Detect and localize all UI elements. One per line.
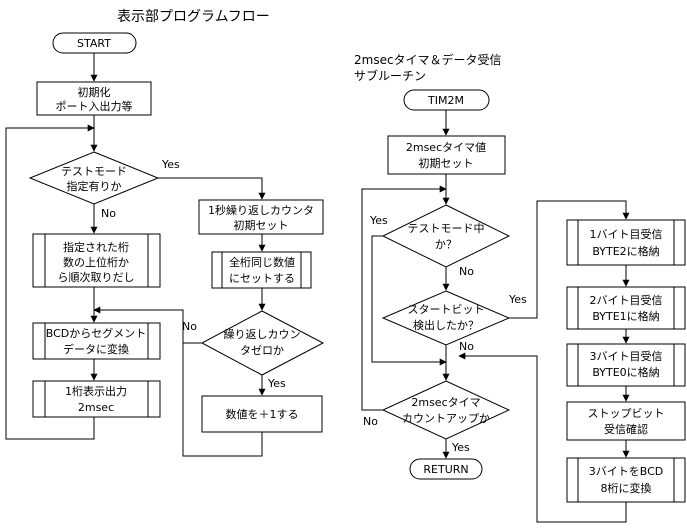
test-line1: テストモード <box>61 165 127 178</box>
test-yes-label: Yes <box>161 158 180 171</box>
count-up-decision <box>381 380 511 440</box>
test-line2: 指定有りか <box>67 179 122 193</box>
counter-zero-decision <box>200 310 325 376</box>
zero-no-label: No <box>182 320 197 333</box>
test-mode-decision <box>28 151 160 205</box>
bcd-segment-box <box>32 322 161 360</box>
tim-label: TIM2M <box>427 94 464 107</box>
init-line1: 初期化 <box>78 85 111 99</box>
b3-line1: 3バイト目受信 <box>590 350 663 363</box>
arrow-tm-yes-up <box>371 235 447 366</box>
counter-init-box <box>198 199 324 235</box>
zero-yes-label: Yes <box>267 377 286 390</box>
tm-yes-label: Yes <box>369 214 388 227</box>
up-line2: カウントアップか <box>402 412 490 425</box>
right-title2: サブルーチン <box>354 68 426 83</box>
right-title1: 2msecタイマ＆データ受信 <box>354 52 502 67</box>
stop-bit-box <box>566 401 686 441</box>
stop-line1: ストップビット <box>588 407 665 420</box>
start-label: START <box>77 37 111 50</box>
sb-no-label: No <box>459 340 474 353</box>
arrow-loop-test <box>5 124 95 440</box>
display-program-flow: 表示部プログラムフロー START 初期化 ポート入出力等 テストモード 指定有… <box>5 9 325 457</box>
out-line2: 2msec <box>78 401 114 414</box>
inc-label: 数値を＋1する <box>226 408 299 421</box>
sb-line2: 検出したか？ <box>413 318 479 332</box>
byte1-receive-box <box>566 219 686 266</box>
set-line1: 2msecタイマ値 <box>406 141 486 154</box>
arrow-up-no-loop <box>361 185 447 411</box>
arrow-sb-yes-byte1 <box>509 200 630 319</box>
same-value-box <box>211 251 312 289</box>
digit-line1: 指定された桁 <box>63 240 129 254</box>
digit-extract-box <box>32 233 161 288</box>
return-terminal <box>409 458 483 480</box>
up-no-label: No <box>363 415 378 428</box>
arrow-conv-back <box>458 352 627 523</box>
tm-no-label: No <box>459 265 474 278</box>
timer-subroutine-flow: 2msecタイマ＆データ受信 サブルーチン TIM2M 2msecタイマ値 初期… <box>354 52 686 523</box>
b1-line2: BYTE2に格納 <box>592 244 659 258</box>
init-line2: ポート入出力等 <box>56 99 133 113</box>
test-mode-running-decision <box>381 204 511 268</box>
zero-line1: 繰り返しカウン <box>224 327 301 341</box>
out-line1: 1桁表示出力 <box>65 384 127 398</box>
test-no-label: No <box>101 207 116 220</box>
bcd-line1: BCDからセグメント <box>46 326 147 340</box>
same-line2: にセットする <box>229 272 295 285</box>
start-bit-decision <box>381 290 511 346</box>
b2-line1: 2バイト目受信 <box>590 294 663 307</box>
digit-output-box <box>32 380 161 418</box>
left-title: 表示部プログラムフロー <box>117 9 270 25</box>
digit-line2: 数の上位桁か <box>63 255 129 269</box>
stop-line2: 受信確認 <box>604 422 648 436</box>
cnt-line2: 初期セット <box>234 218 289 232</box>
up-yes-label: Yes <box>451 441 470 454</box>
conv-line1: 3バイトをBCD <box>589 465 664 478</box>
b3-line2: BYTE0に格納 <box>592 365 659 379</box>
conv-line2: 8桁に変換 <box>601 481 652 495</box>
set-line2: 初期セット <box>419 156 474 170</box>
tm-line1: テストモード中 <box>408 222 485 235</box>
bcd-convert-box <box>566 457 686 503</box>
byte2-receive-box <box>566 286 686 330</box>
same-line1: 全桁同じ数値 <box>229 255 295 269</box>
digit-line3: ら順次取りだし <box>58 270 135 284</box>
return-label: RETURN <box>423 463 468 476</box>
sb-yes-label: Yes <box>508 293 527 306</box>
init-box <box>36 81 152 116</box>
b1-line1: 1バイト目受信 <box>590 228 663 241</box>
b2-line2: BYTE1に格納 <box>592 309 659 323</box>
arrow-inc-zero <box>182 342 263 457</box>
bcd-line2: データに変換 <box>63 342 129 356</box>
timer-set-box <box>387 135 506 175</box>
tm-line2: か？ <box>435 238 457 251</box>
byte3-receive-box <box>566 343 686 387</box>
sb-line1: スタートビット <box>408 303 485 316</box>
zero-line2: タゼロか <box>240 344 284 357</box>
increment-box <box>201 395 323 433</box>
up-line1: 2msecタイマ <box>411 396 480 409</box>
cnt-line1: 1秒繰り返しカウンタ <box>208 203 314 217</box>
arrow-test-counter <box>158 177 266 200</box>
